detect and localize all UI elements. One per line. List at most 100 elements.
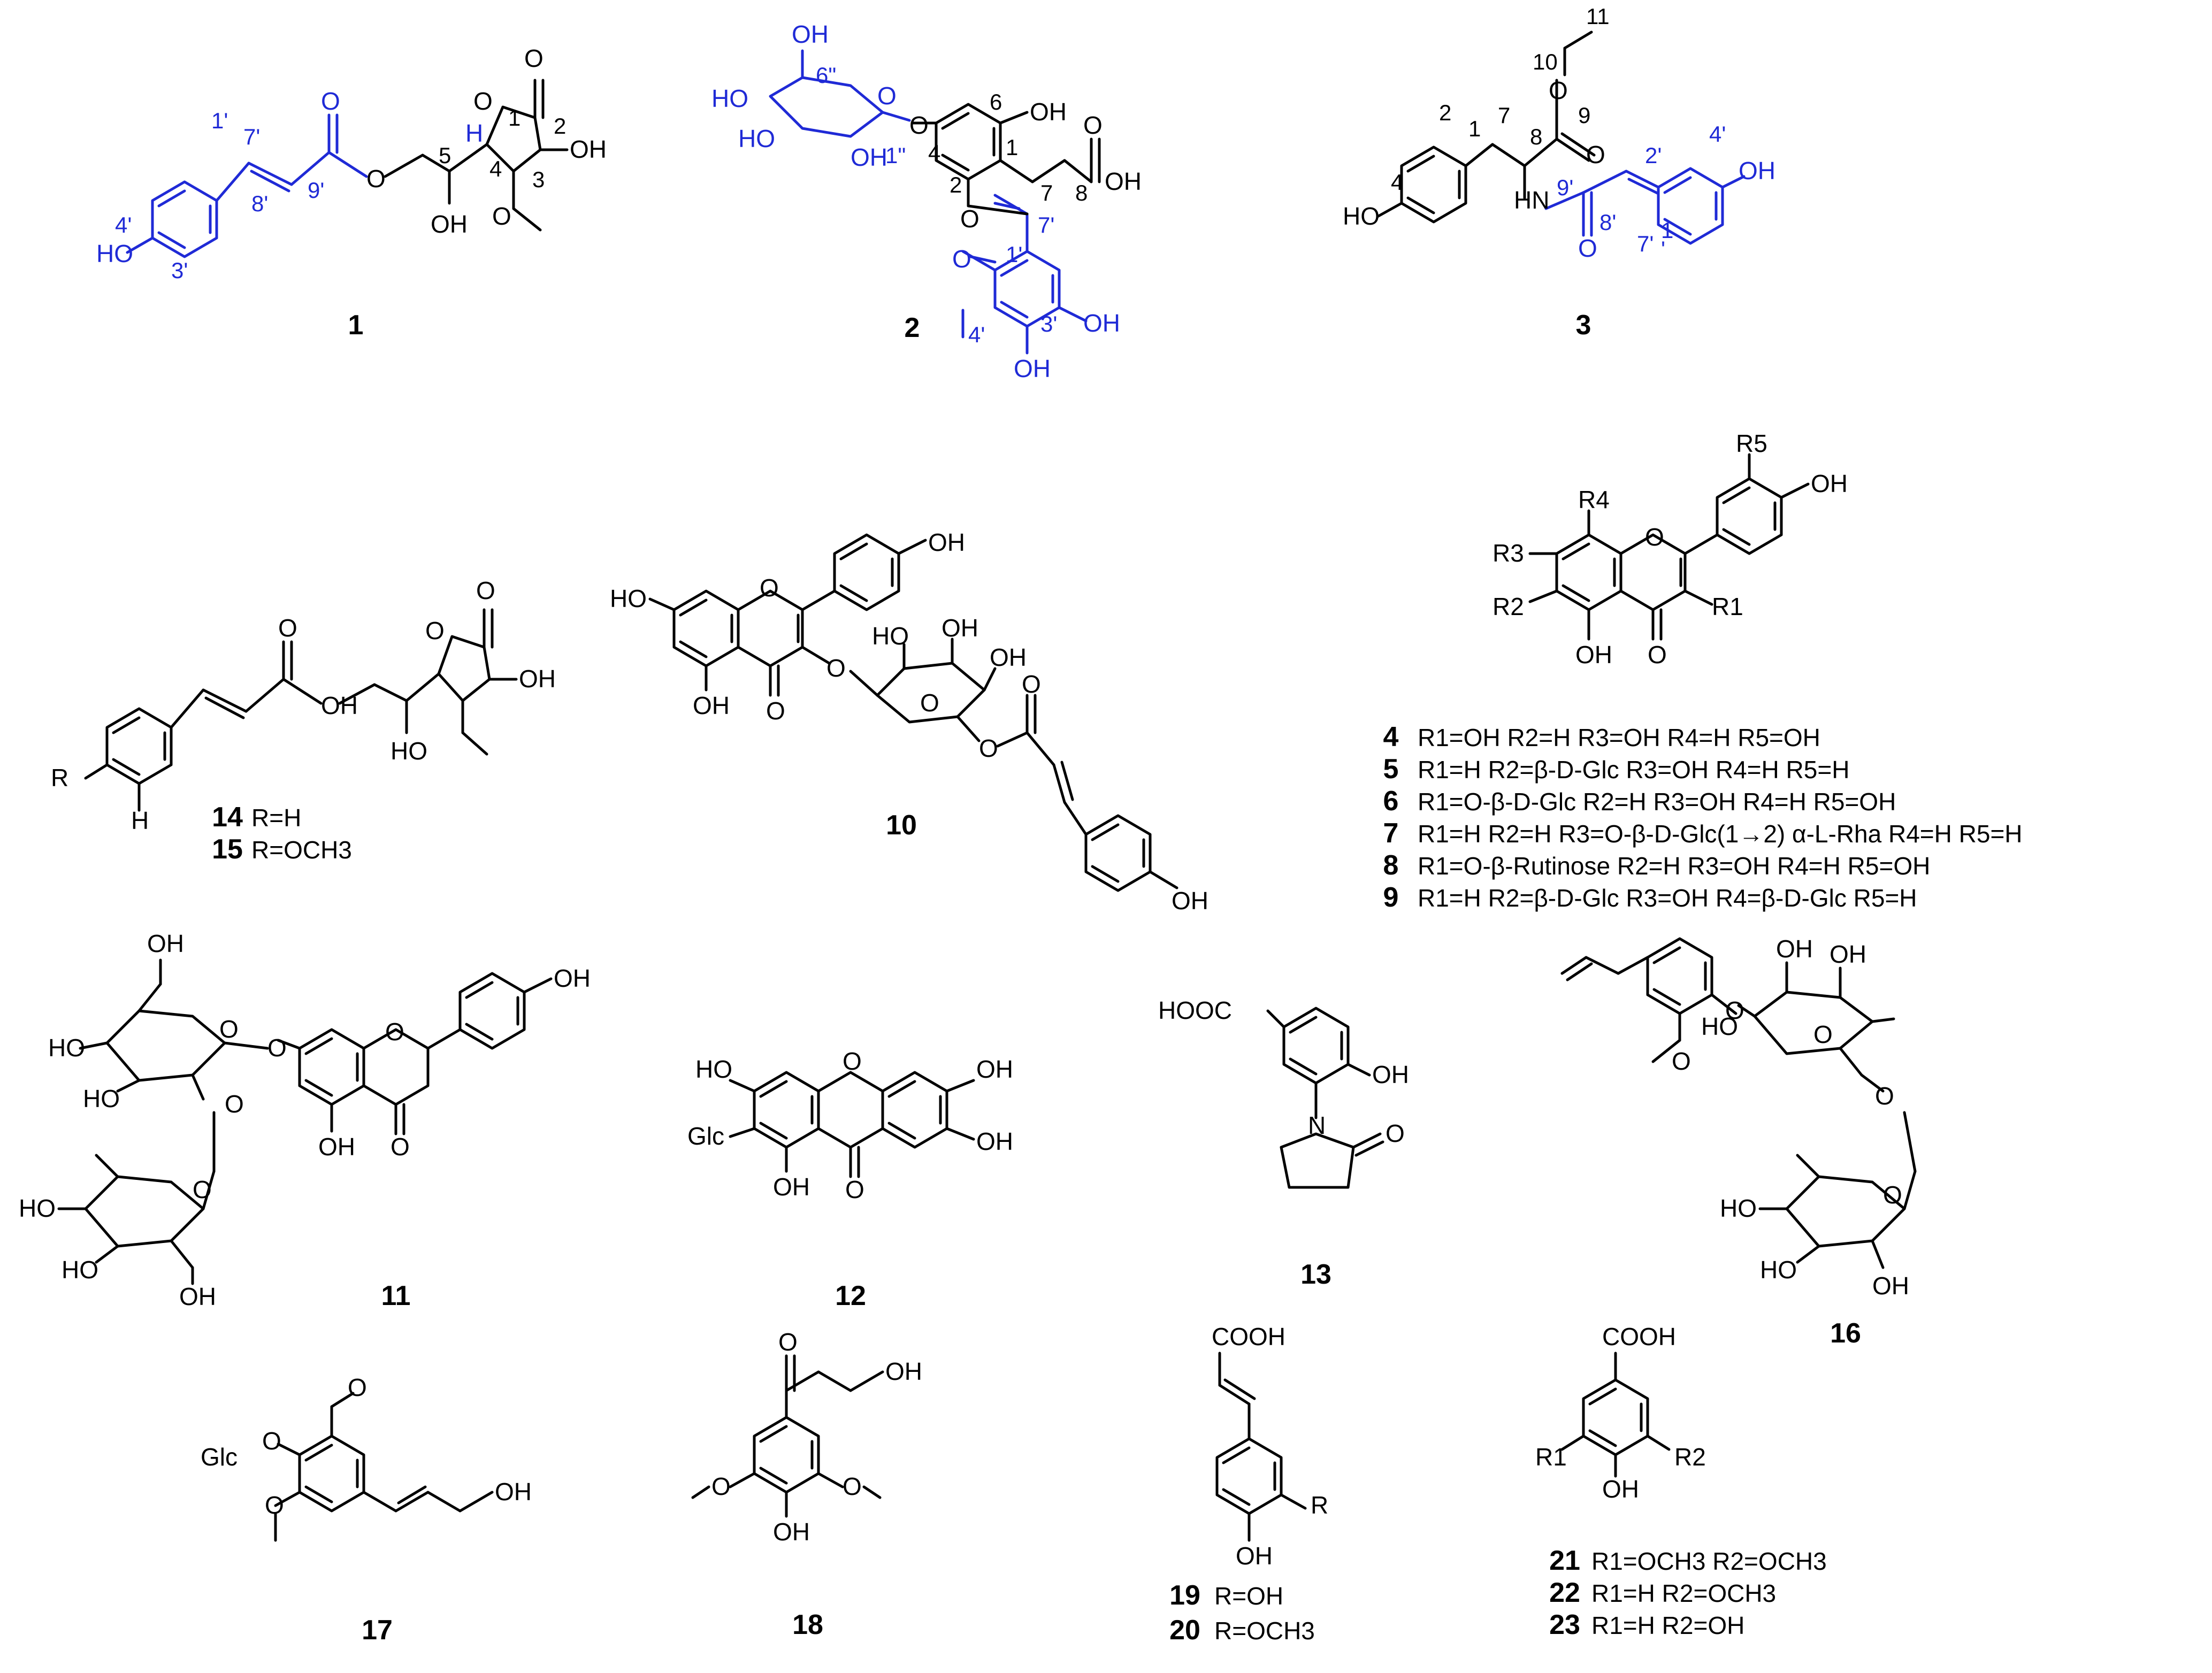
c2-num: 2 xyxy=(950,172,962,197)
c12-atom: OH xyxy=(773,1173,810,1201)
compound-13-structure: HOOC OH N O 13 xyxy=(1158,996,1409,1290)
compound-label-9: 9 xyxy=(1383,882,1399,913)
c17-atom: O xyxy=(265,1491,284,1519)
compound-12-structure: HO O OH Glc OH OH O 12 xyxy=(687,1047,1013,1311)
c11-atom: O xyxy=(267,1034,287,1062)
c3-atom: OH xyxy=(1739,157,1775,185)
c16-atom: O xyxy=(1883,1181,1902,1209)
c16-atom: HO xyxy=(1701,1012,1738,1040)
c1-num: 4' xyxy=(115,212,132,237)
c2-atom: O xyxy=(952,245,971,273)
c3-atom: HO xyxy=(1343,202,1380,230)
compound-18-structure: O OH O O OH 18 xyxy=(691,1328,922,1640)
c1-atom: O xyxy=(366,165,386,193)
c1920-atom: R xyxy=(1311,1491,1328,1519)
c12-atom: O xyxy=(843,1047,862,1075)
c16-atom: O xyxy=(1725,996,1744,1024)
compound-label-6: 6 xyxy=(1383,786,1399,817)
c1-num: 8' xyxy=(251,191,268,216)
c12-atom: OH xyxy=(976,1055,1013,1083)
flav-atom-labels: R5 OH R4 R3 O R2 OH O R1 xyxy=(1492,429,1848,669)
c3-num: 8 xyxy=(1530,124,1542,149)
c1415-atom: OH xyxy=(519,665,556,693)
compound-4-9-structure: R5 OH R4 R3 O R2 OH O R1 4 R1=OH R2=H R3… xyxy=(1383,429,2023,913)
c3-num: 1 xyxy=(1661,218,1673,243)
c1-numbering: 1 2 3 4 5 1' 7' 8' 9' 4' 3' xyxy=(115,105,566,283)
c2123-atom: R1 xyxy=(1535,1443,1567,1471)
flav-atom: R1 xyxy=(1712,593,1743,620)
c2-atom: OH xyxy=(851,143,887,171)
c2123-atom: COOH xyxy=(1602,1323,1676,1350)
c2-num: 4 xyxy=(928,140,940,165)
c10-atom: O xyxy=(1022,670,1041,698)
flav-row-text: R1=O-β-Rutinose R2=H R3=OH R4=H R5=OH xyxy=(1418,852,1930,880)
compound-label-18: 18 xyxy=(792,1609,823,1640)
compound-label-20: 20 xyxy=(1169,1615,1200,1646)
c1415-atom-labels: O O O OH OH HO R H xyxy=(51,577,556,834)
flav-atom: OH xyxy=(1575,641,1612,669)
compound-label-16: 16 xyxy=(1830,1318,1861,1349)
c3-num: 4' xyxy=(1709,121,1726,147)
c2-num: 1' xyxy=(1006,242,1022,267)
c18-atom: O xyxy=(843,1472,862,1500)
compound-14-substituent: R=H xyxy=(251,804,301,832)
c10-atom: OH xyxy=(1172,887,1208,915)
c13-atom: OH xyxy=(1372,1061,1409,1088)
c2-atom: HO xyxy=(711,85,748,112)
c2-atom: OH xyxy=(1030,98,1067,126)
c16-atom: OH xyxy=(1776,935,1813,963)
compound-label-15: 15 xyxy=(212,834,243,865)
c1415-atom: O xyxy=(278,614,297,642)
compound-label-11: 11 xyxy=(381,1280,411,1311)
c11-atom: HO xyxy=(83,1085,120,1112)
c11-atom: O xyxy=(385,1018,404,1046)
c11-atom: OH xyxy=(179,1283,216,1310)
compound-11-structure: OH O HO HO O O O HO HO OH O OH OH O 11 xyxy=(19,930,591,1311)
compound-label-2: 2 xyxy=(905,312,920,343)
c1920-atom-labels: COOH R OH xyxy=(1212,1323,1328,1570)
c3-num: 2' xyxy=(1645,143,1662,168)
c1415-atom: O xyxy=(476,577,495,604)
c1415-atom: OH xyxy=(321,692,358,719)
compound-19-substituent: R=OH xyxy=(1214,1582,1283,1610)
c11-atom: O xyxy=(193,1176,212,1203)
flav-atom: O xyxy=(1648,641,1667,669)
c1-atom: O xyxy=(492,202,511,230)
c10-atom: HO xyxy=(872,622,909,650)
compound-label-21: 21 xyxy=(1549,1545,1580,1576)
c1-num: 1' xyxy=(211,108,228,133)
c2-atom: OH xyxy=(792,20,829,48)
c1920-atom: COOH xyxy=(1212,1323,1285,1350)
c10-atom: OH xyxy=(942,614,978,642)
c1-atom: OH xyxy=(570,135,607,163)
c3-atom: HN xyxy=(1514,186,1549,214)
c16-atom: O xyxy=(1672,1047,1691,1075)
c1-atom-labels: O O O O OH OH HO O H xyxy=(96,44,607,267)
c18-atom: O xyxy=(778,1328,798,1356)
c10-atom: O xyxy=(920,689,939,717)
c2-atom: HO xyxy=(738,125,775,152)
c3-atom: O xyxy=(1549,76,1568,104)
c2-atom: O xyxy=(877,82,897,110)
c10-atom: O xyxy=(766,697,785,725)
c2-atom: O xyxy=(960,205,979,233)
c16-atom: O xyxy=(1813,1020,1833,1048)
c10-atom: OH xyxy=(693,692,730,719)
c3-num: 11 xyxy=(1586,4,1610,29)
c17-atom: OH xyxy=(495,1478,532,1506)
compound-20-substituent: R=OCH3 xyxy=(1214,1617,1315,1645)
compound-label-17: 17 xyxy=(362,1615,393,1646)
flav-row-text: R1=H R2=β-D-Glc R3=OH R4=H R5=H xyxy=(1418,756,1849,784)
c2-atom: OH xyxy=(1014,355,1051,382)
c2123-atom: OH xyxy=(1602,1475,1639,1503)
c17-atom: Glc xyxy=(201,1443,238,1471)
c12-atom: HO xyxy=(695,1055,732,1083)
c2123-atom-labels: COOH R1 R2 OH xyxy=(1535,1323,1706,1503)
c16-atom: OH xyxy=(1830,940,1866,968)
c3-num: 7 xyxy=(1498,103,1510,128)
flav-row-text: R1=OH R2=H R3=OH R4=H R5=OH xyxy=(1418,724,1820,751)
c11-atom: O xyxy=(225,1090,244,1118)
c12-atom: Glc xyxy=(687,1122,724,1150)
c10-atom: O xyxy=(760,574,779,602)
flav-atom: OH xyxy=(1811,470,1848,497)
